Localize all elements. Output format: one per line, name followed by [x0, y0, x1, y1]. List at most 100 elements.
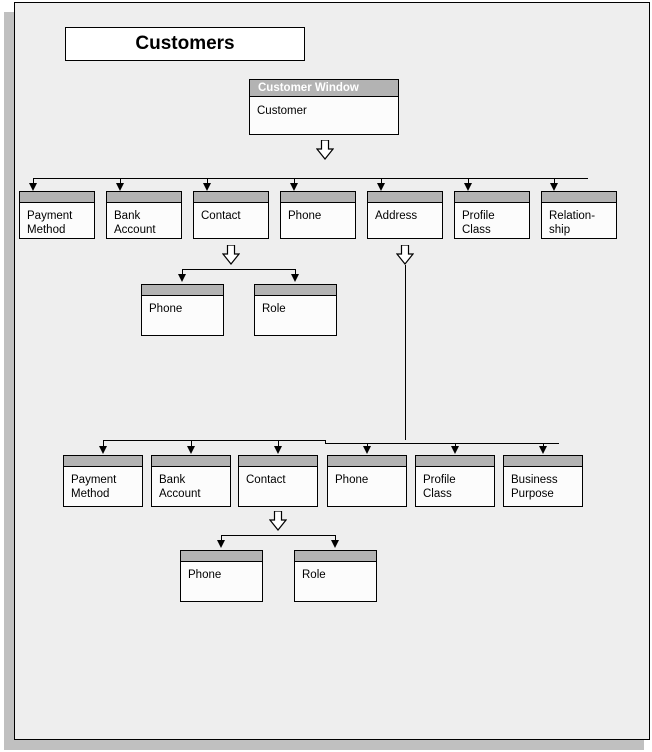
- connector-address-to-level2: [405, 265, 406, 440]
- node-label: Contact: [201, 210, 241, 222]
- node-label: Phone: [149, 303, 183, 315]
- node-header: [295, 551, 376, 562]
- node-l3-contact-role[interactable]: Role: [294, 550, 377, 602]
- node-header: [368, 192, 442, 203]
- node-label: Role: [302, 569, 326, 581]
- bus-line-contact-l1: [182, 269, 295, 270]
- node-label: Bank Account: [159, 474, 201, 500]
- window-shadow-left: [4, 12, 14, 750]
- node-l2-contact[interactable]: Contact: [238, 455, 318, 507]
- node-l2-business-purpose[interactable]: Business Purpose: [503, 455, 583, 507]
- diagram-canvas: Customers Customer Window Customer: [14, 2, 650, 740]
- connector-stub-contact-l1-2: [295, 269, 296, 277]
- node-header: [107, 192, 181, 203]
- arrow-head-l2-4: [363, 446, 371, 454]
- generalization-arrow-contact-l1: [222, 245, 240, 265]
- connector-stub-l1-5: [381, 178, 382, 186]
- node-label: Profile Class: [462, 210, 495, 236]
- node-header: [328, 456, 406, 467]
- node-l1-relationship[interactable]: Relation- ship: [541, 191, 617, 239]
- connector-stub-l1-6: [468, 178, 469, 186]
- bus-line-level2-left: [103, 440, 325, 441]
- bus-line-contact-l2: [221, 535, 335, 536]
- generalization-arrow-root: [316, 140, 334, 160]
- node-label: Relation- ship: [549, 210, 596, 236]
- node-l2-phone[interactable]: Phone: [327, 455, 407, 507]
- node-header: [455, 192, 529, 203]
- connector-stub-contact-l1-1: [182, 269, 183, 277]
- node-l2-profile-class[interactable]: Profile Class: [415, 455, 495, 507]
- node-header: [239, 456, 317, 467]
- arrow-head-l1-3: [203, 183, 211, 191]
- arrow-head-l1-6: [464, 183, 472, 191]
- node-header: [281, 192, 355, 203]
- node-l2-contact-role[interactable]: Role: [254, 284, 337, 336]
- node-l1-bank-account[interactable]: Bank Account: [106, 191, 182, 239]
- node-header: [194, 192, 268, 203]
- node-l1-contact[interactable]: Contact: [193, 191, 269, 239]
- node-label: Address: [375, 210, 418, 222]
- arrow-head-l2-6: [539, 446, 547, 454]
- node-l2-payment-method[interactable]: Payment Method: [63, 455, 143, 507]
- node-l2-bank-account[interactable]: Bank Account: [151, 455, 231, 507]
- connector-stub-l1-1: [33, 178, 34, 186]
- arrow-head-l1-5: [377, 183, 385, 191]
- node-l1-profile-class[interactable]: Profile Class: [454, 191, 530, 239]
- node-header: [142, 285, 223, 296]
- connector-stub-contact-l2-1: [221, 535, 222, 543]
- node-header: [152, 456, 230, 467]
- node-header: [542, 192, 616, 203]
- node-customer-window-label: Customer: [257, 105, 307, 117]
- node-l1-payment-method[interactable]: Payment Method: [19, 191, 95, 239]
- connector-stub-l2-1: [103, 440, 104, 449]
- node-header: [20, 192, 94, 203]
- node-l1-address[interactable]: Address: [367, 191, 443, 239]
- node-customer-window-header: Customer Window: [250, 80, 398, 97]
- node-label: Payment Method: [71, 474, 117, 500]
- connector-stub-l1-3: [207, 178, 208, 186]
- diagram-title-box: Customers: [65, 27, 305, 61]
- connector-stub-l2-3: [278, 440, 279, 449]
- node-l2-contact-phone[interactable]: Phone: [141, 284, 224, 336]
- bus-line-level1: [33, 178, 588, 179]
- node-header: [416, 456, 494, 467]
- arrow-head-contact-l1-1: [178, 274, 186, 282]
- arrow-head-l1-1: [29, 183, 37, 191]
- arrow-head-l1-7: [550, 183, 558, 191]
- bus-line-level2-right: [325, 443, 559, 444]
- generalization-arrow-contact-l2: [269, 511, 287, 531]
- connector-stub-l1-7: [554, 178, 555, 186]
- node-label: Phone: [335, 474, 369, 486]
- node-label: Phone: [288, 210, 322, 222]
- arrow-head-contact-l1-2: [291, 274, 299, 282]
- arrow-head-contact-l2-2: [331, 540, 339, 548]
- arrow-head-l2-1: [99, 446, 107, 454]
- arrow-head-l2-3: [274, 446, 282, 454]
- arrow-head-l2-2: [187, 446, 195, 454]
- node-label: Profile Class: [423, 474, 456, 500]
- node-header: [181, 551, 262, 562]
- arrow-head-l2-5: [451, 446, 459, 454]
- connector-stub-l1-4: [294, 178, 295, 186]
- node-header: [255, 285, 336, 296]
- node-customer-window[interactable]: Customer Window Customer: [249, 79, 399, 135]
- connector-stub-l2-2: [191, 440, 192, 449]
- arrow-head-l1-4: [290, 183, 298, 191]
- node-l1-phone[interactable]: Phone: [280, 191, 356, 239]
- node-label: Role: [262, 303, 286, 315]
- node-label: Business Purpose: [511, 474, 558, 500]
- node-label: Bank Account: [114, 210, 156, 236]
- arrow-head-l1-2: [116, 183, 124, 191]
- node-label: Contact: [246, 474, 286, 486]
- arrow-head-contact-l2-1: [217, 540, 225, 548]
- window-shadow-bottom: [4, 740, 644, 750]
- node-header: [64, 456, 142, 467]
- node-l3-contact-phone[interactable]: Phone: [180, 550, 263, 602]
- page-title: Customers: [135, 33, 235, 54]
- node-label: Payment Method: [27, 210, 73, 236]
- connector-stub-contact-l2-2: [335, 535, 336, 543]
- node-label: Phone: [188, 569, 222, 581]
- node-header: [504, 456, 582, 467]
- bus-line-level2-step: [325, 440, 326, 444]
